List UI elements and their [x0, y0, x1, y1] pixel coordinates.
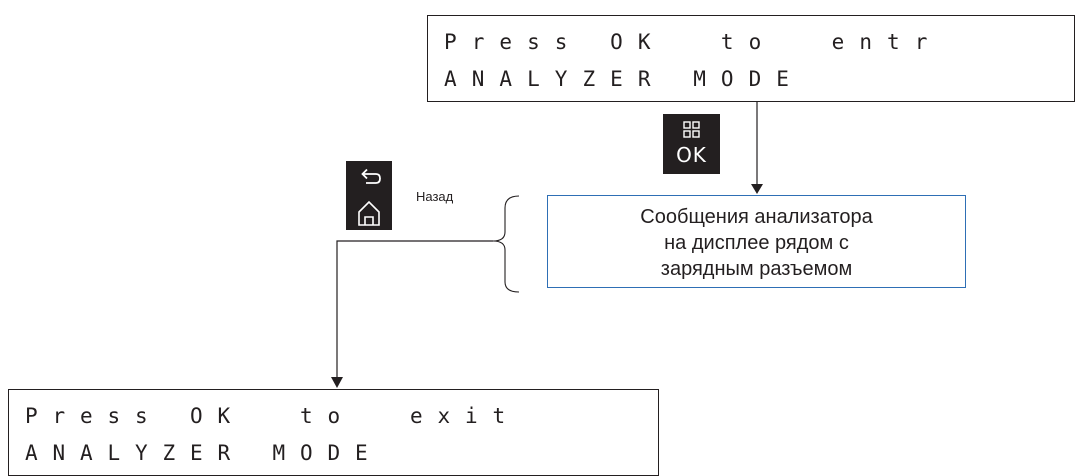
- lcd-char: E: [610, 67, 623, 91]
- lcd-char: s: [527, 30, 540, 54]
- message-brace: [492, 195, 520, 293]
- lcd-char: M: [693, 67, 706, 91]
- lcd-char: A: [499, 67, 513, 91]
- message-line-1: Сообщения анализатора: [640, 206, 873, 228]
- lcd-char: N: [52, 441, 66, 465]
- lcd-char: [245, 404, 273, 428]
- lcd-char: [273, 404, 301, 428]
- lcd-char: n: [859, 30, 872, 54]
- lcd-char: O: [190, 404, 203, 428]
- lcd-char: Z: [582, 67, 596, 91]
- lcd-char: L: [107, 441, 121, 465]
- message-line-3: зарядным разъемом: [660, 258, 853, 280]
- home-icon: [358, 200, 380, 226]
- lcd-char: e: [80, 404, 93, 428]
- back-arrow-icon: [361, 168, 381, 184]
- lcd-char: Y: [135, 441, 148, 465]
- lcd-char: x: [437, 404, 451, 428]
- lcd-char: [693, 30, 721, 54]
- lcd-char: E: [190, 441, 203, 465]
- lcd-char: e: [831, 30, 845, 54]
- lcd-char: O: [610, 30, 623, 54]
- lcd-char: t: [720, 30, 734, 54]
- lcd-char: [582, 30, 610, 54]
- lcd-char: E: [355, 441, 368, 465]
- lcd-char: N: [471, 67, 485, 91]
- lcd-char: Z: [162, 441, 176, 465]
- lcd-char: [383, 404, 411, 428]
- four-squares-menu-icon: [683, 121, 700, 138]
- lcd-char: t: [492, 404, 506, 428]
- back-label: Назад: [416, 189, 454, 204]
- message-line-2: на дисплее рядом с: [664, 232, 849, 254]
- lcd-char: P: [25, 404, 38, 428]
- analyzer-message-box: Сообщения анализатора на дисплее рядом с…: [547, 195, 966, 288]
- lcd-char: e: [499, 30, 513, 54]
- lcd-char: r: [52, 404, 66, 428]
- lcd-char: o: [327, 404, 341, 428]
- back-home-key[interactable]: [346, 161, 392, 230]
- lcd-char: [245, 441, 273, 465]
- lcd-char: i: [465, 404, 478, 428]
- lcd-char: r: [914, 30, 928, 54]
- lcd-char: O: [300, 441, 313, 465]
- lcd-char: o: [748, 30, 762, 54]
- lcd-char: K: [217, 404, 231, 428]
- lcd-char: [163, 404, 191, 428]
- lcd-char: M: [272, 441, 286, 465]
- lcd-char: [666, 30, 694, 54]
- lcd-char: A: [25, 441, 38, 465]
- lcd-char: [776, 30, 804, 54]
- lcd-char: R: [637, 67, 651, 91]
- lcd-char: O: [720, 67, 734, 91]
- lcd-char: s: [554, 30, 568, 54]
- ok-key-label: OK: [676, 143, 707, 167]
- lcd-char: [355, 404, 383, 428]
- lcd-char: D: [748, 67, 762, 91]
- lcd-char: [666, 67, 694, 91]
- lcd-char: D: [327, 441, 341, 465]
- lcd-char: [804, 30, 832, 54]
- lcd-char: t: [300, 404, 313, 428]
- lcd-char: K: [637, 30, 651, 54]
- lcd-char: P: [444, 30, 457, 54]
- lcd-char: E: [776, 67, 789, 91]
- arrowhead-to-message: [751, 184, 763, 194]
- lcd-char: A: [80, 441, 93, 465]
- arrow-back-to-bottom: [336, 240, 493, 378]
- lcd-char: R: [217, 441, 231, 465]
- lcd-char: e: [410, 404, 423, 428]
- lcd-char: r: [471, 30, 485, 54]
- lcd-char: Y: [554, 67, 568, 91]
- lcd-char: s: [135, 404, 148, 428]
- arrowhead-to-bottom-lcd: [331, 377, 343, 388]
- lcd-char: t: [887, 30, 900, 54]
- lcd-char: s: [107, 404, 121, 428]
- lcd-char: L: [527, 67, 540, 91]
- lcd-char: A: [444, 67, 457, 91]
- ok-key[interactable]: OK: [663, 114, 720, 174]
